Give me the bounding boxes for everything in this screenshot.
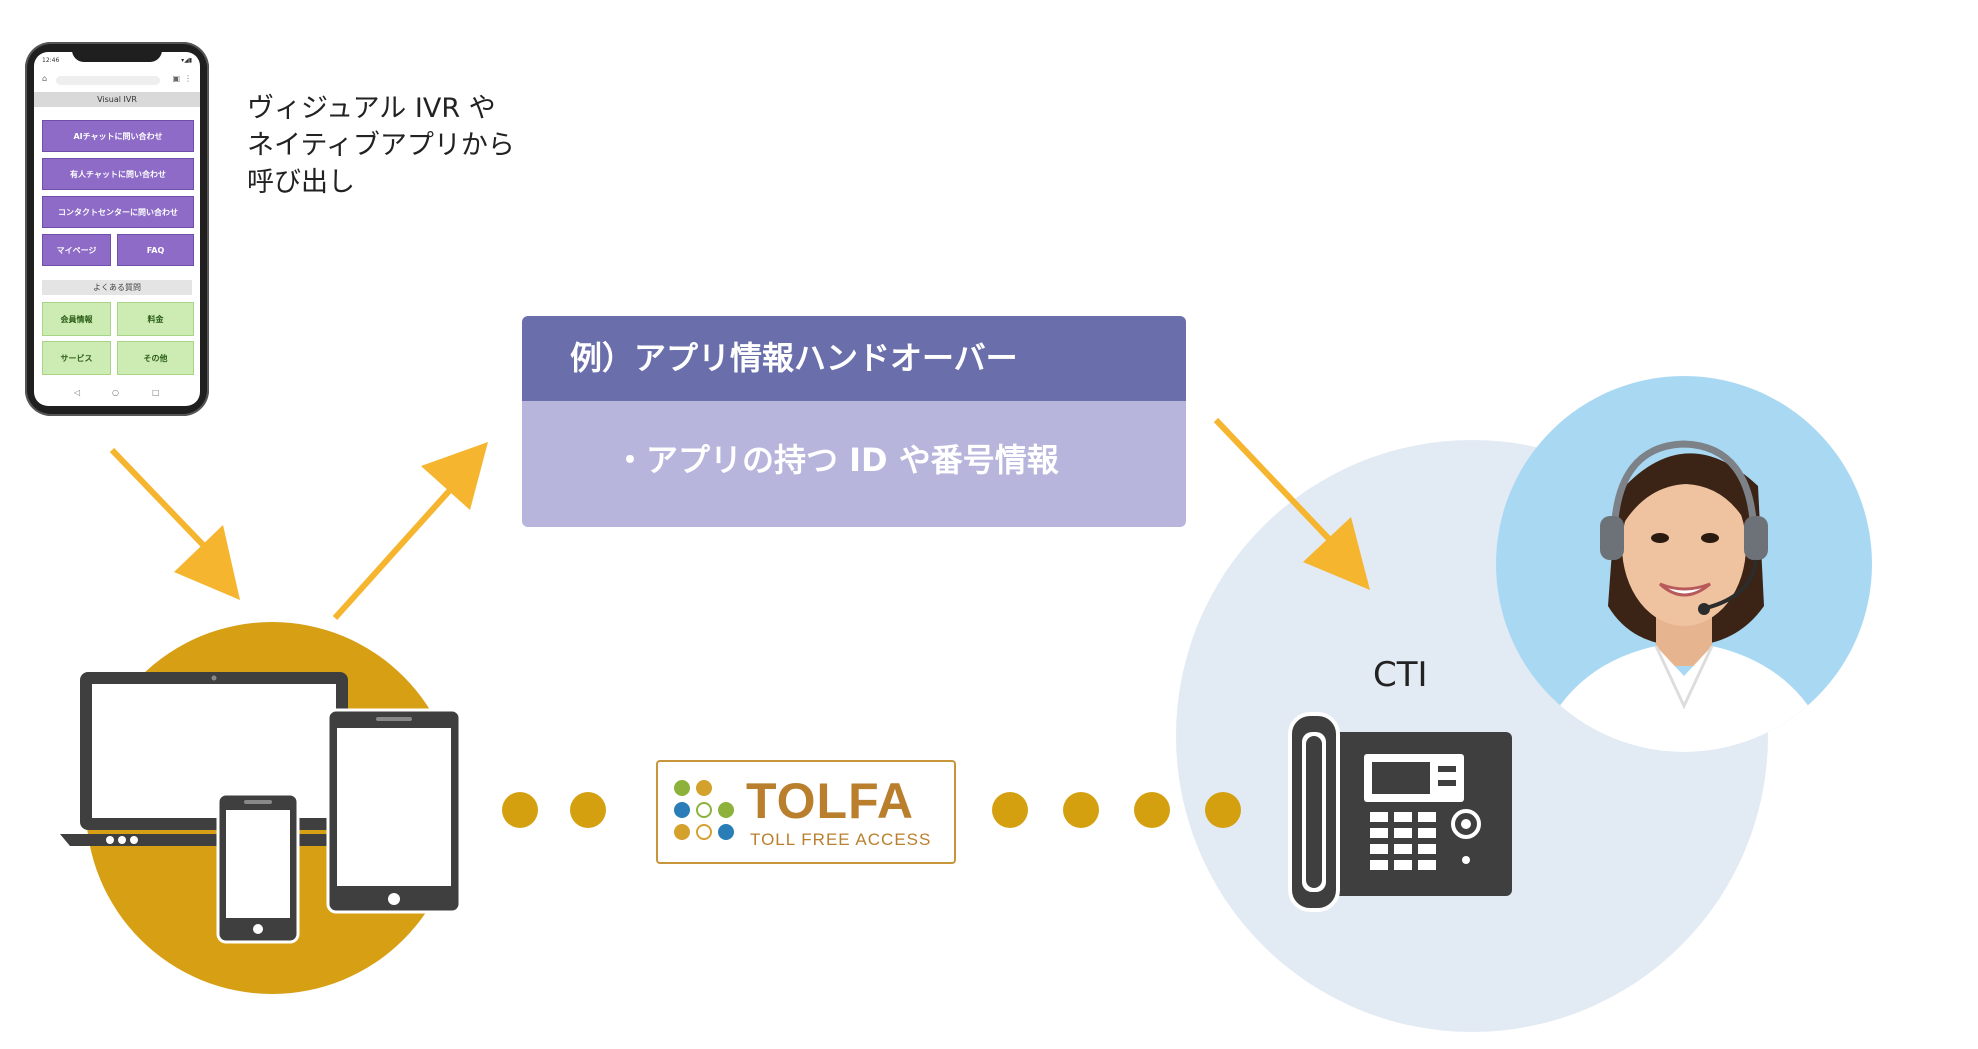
contact-center-button: コンタクトセンターに問い合わせ [42,196,194,228]
faq-button: FAQ [117,234,194,266]
arrow-up-right-icon [332,442,488,621]
phone-status-time: 12:46 [42,57,60,64]
ai-chat-button: AIチャットに問い合わせ [42,120,194,152]
logo-dot [696,802,712,818]
more-menu-icon: ⋮ [184,74,192,83]
arrow-down-right-icon [109,447,240,600]
caption-line-3: 呼び出し [247,167,355,198]
connection-dot [570,792,606,828]
connection-dot [992,792,1028,828]
back-icon: ◁ [74,388,81,397]
logo-dot [718,824,734,840]
cti-label: CTI [1373,655,1428,695]
logo-dot [718,802,734,818]
caption-line-2: ネイティブアプリから [247,130,515,161]
logo-dot [674,780,690,796]
caption-text: ヴィジュアル IVR や ネイティブアプリから 呼び出し [247,90,567,201]
connection-dot [1205,792,1241,828]
phone-notch [72,46,162,62]
service-button: サービス [42,341,111,375]
tolfa-logo: TOLFA TOLL FREE ACCESS [656,760,956,864]
home-circle-icon: ○ [112,388,119,397]
tolfa-subtitle: TOLL FREE ACCESS [750,830,932,849]
recents-icon: □ [152,388,160,397]
connection-dot [1134,792,1170,828]
devices-icon [60,672,462,944]
logo-dot [674,824,690,840]
connection-dot [1063,792,1099,828]
handover-box-item: ・アプリの持つ ID や番号情報 [522,401,1186,527]
logo-dot [696,824,712,840]
phone-browser-bar: ⌂ ▣ ⋮ [38,74,196,88]
operator-illustration [1536,440,1832,752]
logo-dot [674,802,690,818]
fee-button: 料金 [117,302,194,336]
phone-nav-bar: ◁ ○ □ [34,388,200,402]
connection-dot [502,792,538,828]
other-button: その他 [117,341,194,375]
member-info-button: 会員情報 [42,302,111,336]
tolfa-wordmark: TOLFA [746,773,914,829]
desk-phone-icon [1288,712,1512,912]
caption-line-1: ヴィジュアル IVR や [247,93,496,124]
logo-dot [696,780,712,796]
home-icon: ⌂ [42,74,48,83]
phone-app-title: Visual IVR [34,92,200,107]
human-chat-button: 有人チャットに問い合わせ [42,158,194,190]
arrow-down-right-2-icon [1213,417,1370,590]
operator-photo [1496,376,1872,752]
faq-heading: よくある質問 [42,280,192,295]
tabs-icon: ▣ [172,74,180,83]
phone-url-field [56,76,160,85]
signal-icon: ▾◢▮ [181,57,192,64]
handover-box-title: 例）アプリ情報ハンドオーバー [522,316,1186,401]
mypage-button: マイページ [42,234,111,266]
phone-status-bar: 12:46 ▾◢▮ [38,57,196,67]
